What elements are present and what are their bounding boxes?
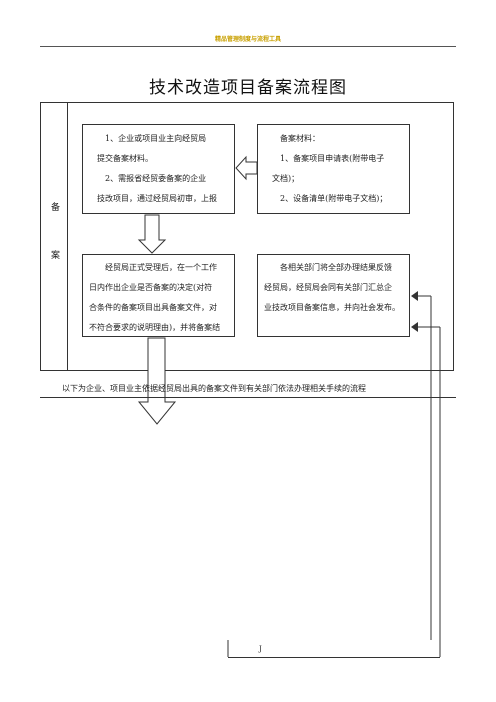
- page-title: 技术改造项目备案流程图: [149, 78, 347, 98]
- box4-line1: 各相关部门将全部办理结果反馈: [280, 263, 392, 272]
- page-header: 精品管理制度与流程工具: [214, 36, 281, 43]
- bottom-caption: 以下为企业、项目业主依据经贸局出具的备案文件到有关部门依法办理相关手续的流程: [62, 384, 366, 393]
- box4-line3: 业技改项目备案信息，并向社会发布。: [264, 303, 400, 312]
- side-label-bottom: 案: [51, 251, 61, 261]
- arrow-down-large-icon: [137, 337, 177, 425]
- header-divider: [40, 46, 456, 47]
- box2-line2: 1、备案项目申请表(附带电子: [280, 154, 385, 163]
- arrow-down-icon: [137, 214, 167, 254]
- box1-line2: 提交备案材料。: [97, 154, 153, 163]
- box1-line3: 2、需报省经贸委备案的企业: [105, 174, 207, 183]
- box1-line1: 1、企业或项目业主向经贸局: [105, 134, 207, 143]
- box1-line4: 技改项目，通过经贸局初审，上报: [97, 194, 217, 203]
- bottom-divider: [40, 397, 456, 398]
- footer-mark: J: [259, 645, 262, 653]
- arrow-return-outer-icon: [411, 322, 418, 332]
- arrow-left-icon: [235, 155, 258, 181]
- step-box-materials: 备案材料： 1、备案项目申请表(附带电子 文档)； 2、设备清单(附带电子文档)…: [257, 124, 410, 214]
- box2-line4: 2、设备清单(附带电子文档)；: [280, 194, 388, 203]
- box4-line2: 经贸局，经贸局会同有关部门汇总企: [264, 283, 392, 292]
- step-box-decision: 经贸局正式受理后，在一个工作 日内作出企业是否备案的决定(对符 合条件的备案项目…: [82, 254, 235, 337]
- side-label-top: 备: [51, 203, 61, 213]
- box3-line1: 经贸局正式受理后，在一个工作: [105, 263, 217, 272]
- box2-line3: 文档)；: [272, 174, 300, 183]
- arrow-return-inner-icon: [411, 291, 418, 301]
- footer-line: [228, 657, 440, 658]
- box2-line1: 备案材料：: [280, 134, 320, 143]
- step-box-feedback: 各相关部门将全部办理结果反馈 经贸局，经贸局会同有关部门汇总企 业技改项目备案信…: [257, 254, 410, 337]
- side-column-divider: [67, 102, 68, 371]
- flowchart-frame: [40, 102, 454, 371]
- box3-line2: 日内作出企业是否备案的决定(对符: [89, 283, 213, 292]
- step-box-submit: 1、企业或项目业主向经贸局 提交备案材料。 2、需报省经贸委备案的企业 技改项目…: [82, 124, 235, 214]
- box3-line4: 不符合要求的说明理由)，并将备案结: [89, 323, 221, 332]
- box3-line3: 合条件的备案项目出具备案文件，对: [89, 303, 217, 312]
